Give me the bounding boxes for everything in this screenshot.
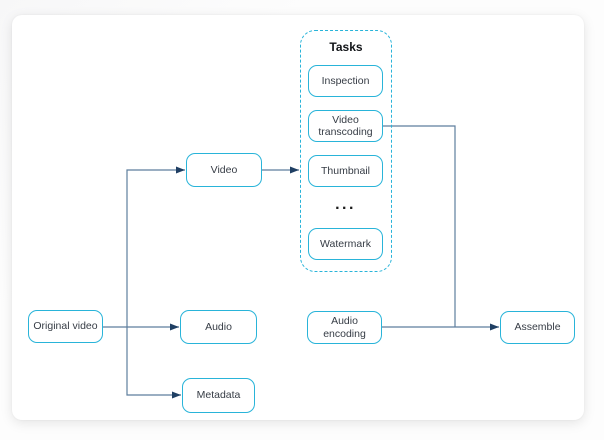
node-assemble-label: Assemble: [514, 321, 561, 334]
node-inspection: Inspection: [308, 65, 383, 97]
node-audio: Audio: [180, 310, 257, 344]
node-video: Video: [186, 153, 262, 187]
tasks-group-container: [300, 30, 392, 272]
tasks-group-title: Tasks: [329, 40, 363, 54]
node-audio-encoding: Audio encoding: [307, 311, 382, 344]
node-audio-label: Audio: [205, 320, 232, 333]
edge-original-video-to-metadata: [126, 327, 181, 399]
node-metadata-label: Metadata: [196, 389, 241, 402]
edge-transcoding-to-assemble: [383, 125, 456, 327]
node-inspection-label: Inspection: [321, 74, 370, 87]
tasks-ellipsis: ...: [308, 193, 383, 217]
node-video-label: Video: [210, 163, 238, 176]
node-original-video-label: Original video: [33, 320, 98, 333]
node-video-transcoding-label: Video transcoding: [318, 113, 373, 138]
node-original-video: Original video: [28, 310, 103, 343]
edge-original-video-to-video: [126, 166, 185, 327]
node-watermark-label: Watermark: [320, 237, 371, 250]
node-thumbnail: Thumbnail: [308, 155, 383, 187]
node-watermark: Watermark: [308, 228, 383, 260]
node-audio-encoding-label: Audio encoding: [323, 315, 366, 340]
node-thumbnail-label: Thumbnail: [320, 164, 371, 177]
node-video-transcoding: Video transcoding: [308, 110, 383, 142]
node-assemble: Assemble: [500, 311, 575, 344]
connector-lines: [103, 125, 499, 399]
node-metadata: Metadata: [182, 378, 255, 413]
diagram-card: Tasks Inspection Video transcoding Thumb…: [12, 15, 584, 420]
tasks-ellipsis-label: ...: [335, 196, 356, 213]
